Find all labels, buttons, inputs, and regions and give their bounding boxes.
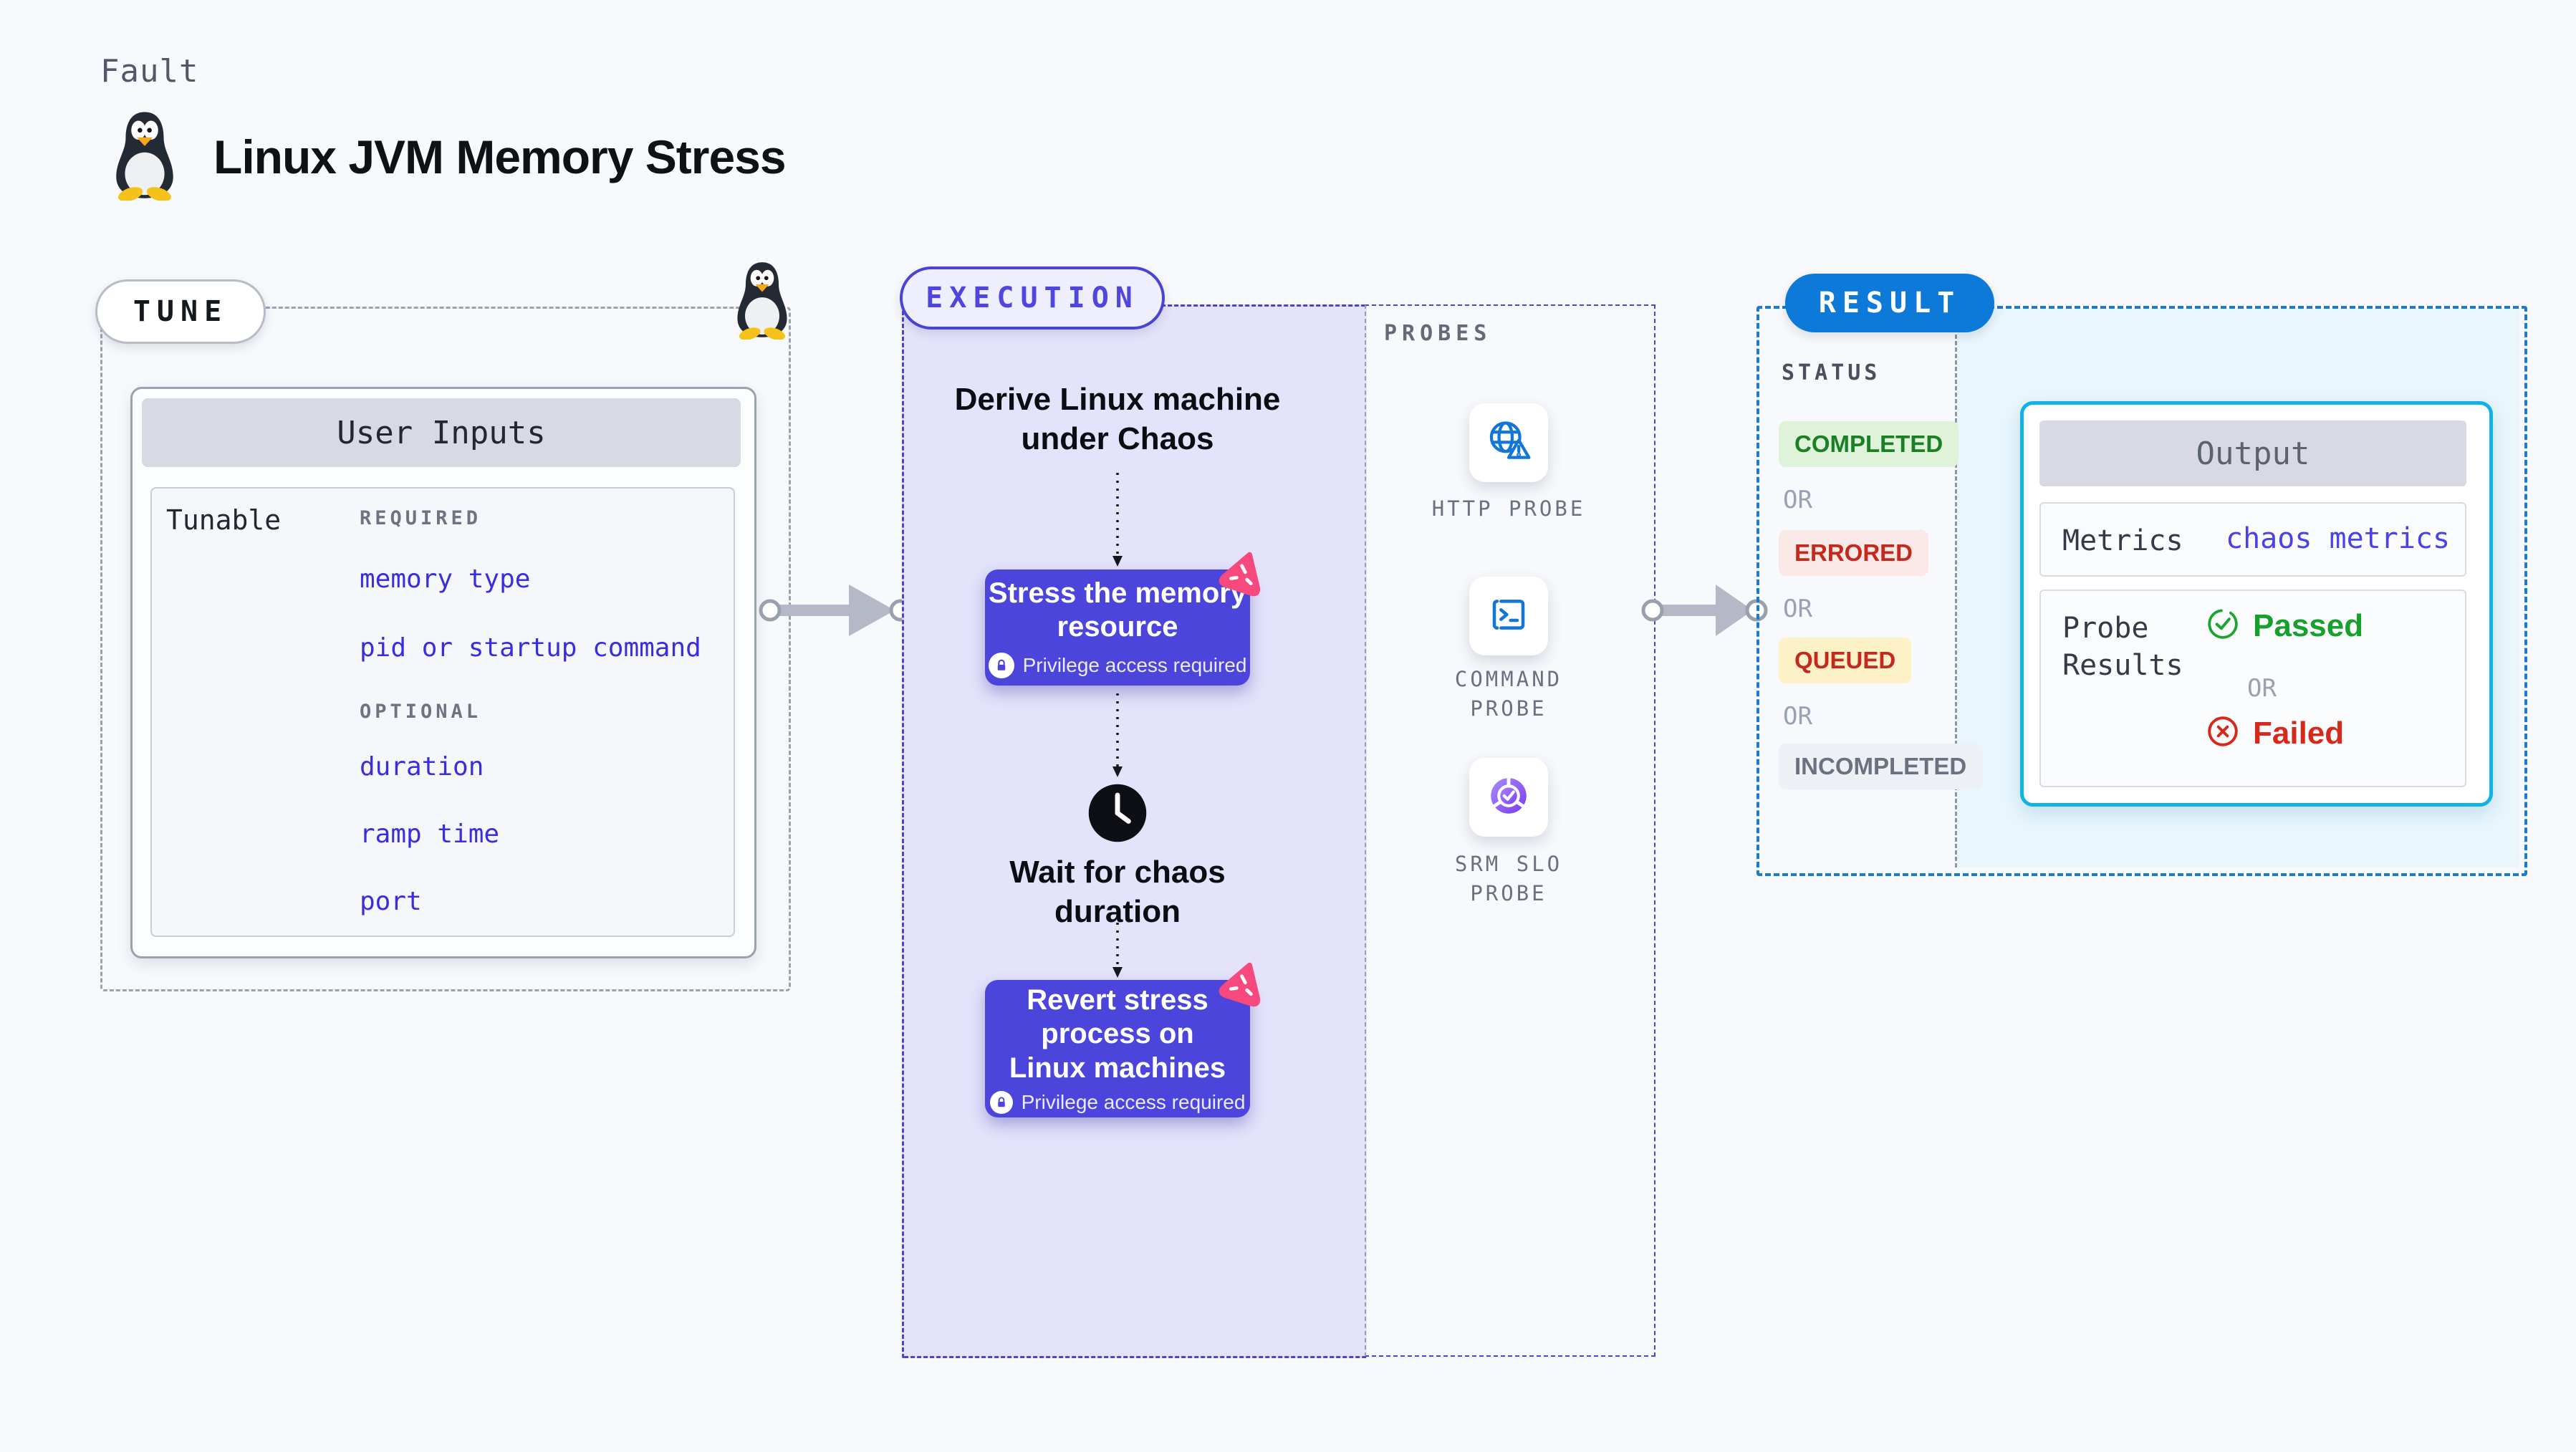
tunable-row-label: Tunable xyxy=(166,504,282,536)
revert-stress-node[interactable]: Revert stress process on Linux machines … xyxy=(985,980,1250,1117)
or-label: OR xyxy=(2247,674,2277,703)
derive-step-label: Derive Linux machine under Chaos xyxy=(954,382,1281,456)
result-section-box xyxy=(1756,306,2527,876)
metrics-row: Metrics chaos metrics xyxy=(2039,502,2466,577)
command-probe-card[interactable] xyxy=(1469,577,1548,655)
chaos-pink-icon xyxy=(1218,958,1269,1013)
input-duration[interactable]: duration xyxy=(360,752,484,782)
status-badge-incompleted: INCOMPLETED xyxy=(1779,744,1983,789)
check-circle-icon xyxy=(2206,607,2240,645)
tune-section-box xyxy=(100,307,791,991)
flow-arrow-2 xyxy=(1112,693,1123,782)
stress-memory-node[interactable]: Stress the memory resource Privilege acc… xyxy=(985,569,1250,686)
wait-step-label: Wait for chaos duration xyxy=(1009,855,1226,929)
passed-verdict: Passed xyxy=(2206,607,2363,645)
globe-alert-icon xyxy=(1484,417,1533,469)
status-badge-queued: QUEUED xyxy=(1779,638,1912,683)
or-label: OR xyxy=(1783,702,1812,731)
input-memory-type[interactable]: memory type xyxy=(360,564,531,594)
tux-penguin-small-icon xyxy=(728,259,797,343)
probe-results-row: Probe Results Passed OR xyxy=(2039,590,2466,787)
tux-penguin-icon xyxy=(105,109,185,204)
srm-slo-probe-card[interactable] xyxy=(1469,758,1548,837)
output-header: Output xyxy=(2039,420,2466,486)
page-kicker: Fault xyxy=(100,53,199,90)
arrow-tune-to-execution xyxy=(756,567,913,657)
revert-privilege-label: Privilege access required xyxy=(1021,1090,1246,1113)
or-label: OR xyxy=(1783,595,1812,623)
probes-heading: PROBES xyxy=(1384,321,1492,346)
input-pid-or-startup-command[interactable]: pid or startup command xyxy=(360,633,701,663)
http-probe-card[interactable] xyxy=(1469,403,1548,482)
user-inputs-body: REQUIRED memory type pid or startup comm… xyxy=(150,487,735,937)
status-badge-errored: ERRORED xyxy=(1779,530,1929,576)
revert-node-title: Revert stress process on Linux machines xyxy=(1009,984,1226,1084)
x-circle-icon xyxy=(2206,714,2240,752)
lock-icon xyxy=(988,653,1014,679)
result-badge: RESULT xyxy=(1785,274,1994,332)
status-badge-completed: COMPLETED xyxy=(1779,421,1959,467)
slo-donut-check-icon xyxy=(1485,772,1532,823)
arrow-execution-to-result xyxy=(1638,567,1771,657)
probes-section-box xyxy=(1365,304,1655,1357)
flow-arrow-3 xyxy=(1112,923,1123,982)
failed-label: Failed xyxy=(2253,715,2345,751)
passed-label: Passed xyxy=(2253,607,2364,643)
command-probe-label: COMMAND PROBE xyxy=(1454,667,1563,721)
metrics-label: Metrics xyxy=(2062,524,2183,557)
flow-arrow-1 xyxy=(1112,473,1123,571)
execution-badge: EXECUTION xyxy=(900,266,1165,330)
page-title: Linux JVM Memory Stress xyxy=(213,130,787,183)
metrics-value-link[interactable]: chaos metrics xyxy=(2226,522,2451,555)
user-inputs-header: User Inputs xyxy=(142,398,741,467)
required-heading: REQUIRED xyxy=(360,507,482,529)
tune-badge: TUNE xyxy=(95,279,266,344)
clock-icon xyxy=(1085,780,1150,850)
failed-verdict: Failed xyxy=(2206,714,2344,752)
lock-icon xyxy=(989,1090,1013,1114)
terminal-icon xyxy=(1486,592,1532,641)
http-probe-label: HTTP PROBE xyxy=(1431,496,1586,521)
stress-privilege-label: Privilege access required xyxy=(1022,654,1247,677)
chaos-pink-icon xyxy=(1218,547,1269,602)
output-card: Output Metrics chaos metrics Probe Resul… xyxy=(2020,401,2493,807)
or-label: OR xyxy=(1783,486,1812,514)
stress-node-title: Stress the memory resource xyxy=(988,577,1247,643)
optional-heading: OPTIONAL xyxy=(360,701,482,723)
probe-results-label: Probe Results xyxy=(2062,612,2183,682)
status-heading: STATUS xyxy=(1782,360,1881,385)
srm-slo-probe-label: SRM SLO PROBE xyxy=(1454,852,1563,905)
input-port[interactable]: port xyxy=(360,887,422,916)
result-divider xyxy=(1955,309,1957,867)
input-ramp-time[interactable]: ramp time xyxy=(360,819,500,849)
